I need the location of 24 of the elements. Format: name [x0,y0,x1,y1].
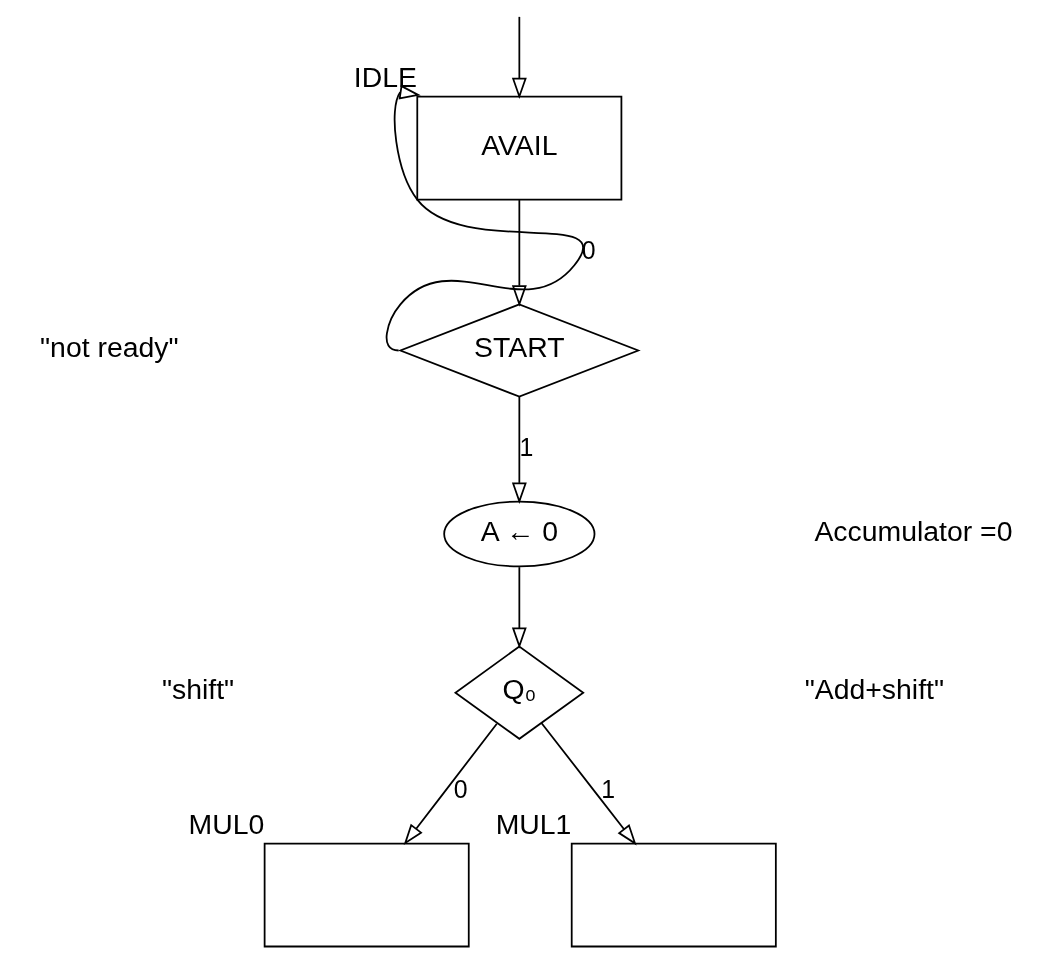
label: "not ready" [39,331,179,364]
arrow [540,722,637,846]
node-label: MUL0 [188,808,264,841]
arrow [511,199,527,307]
node-label: MUL1 [495,808,571,841]
node-ellipse: A ← 0 [442,500,595,568]
edge-label: 1 [600,775,615,803]
edge-label: 1 [519,433,533,461]
edge-label: 0 [581,236,595,264]
arrow [403,722,498,846]
arrow [511,15,527,100]
label: "shift" [161,673,234,706]
node-box [570,842,777,948]
label: Accumulator =0 [813,514,1012,547]
arrow [511,395,527,504]
node-label: IDLE [353,61,417,94]
arrow [385,84,583,352]
arrow [511,566,527,649]
label: "Add+shift" [804,673,944,706]
node-diamond: START [397,303,641,398]
node-box: AVAIL [415,95,622,201]
node-box [263,842,470,948]
edge-label: 0 [453,775,468,803]
node-diamond: Q₀ [453,645,585,740]
